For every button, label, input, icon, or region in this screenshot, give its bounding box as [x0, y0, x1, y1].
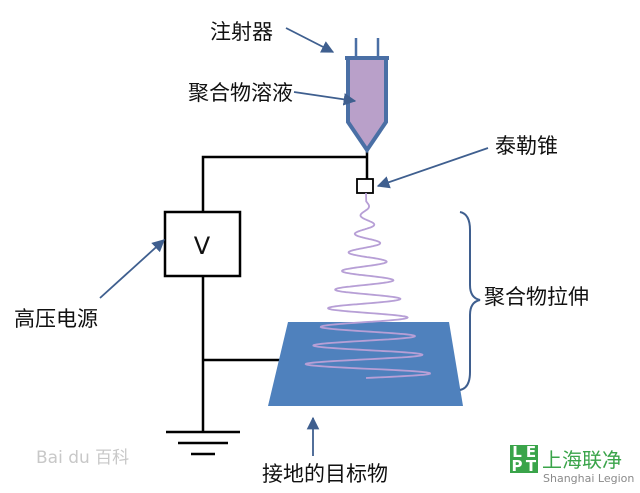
voltage-source-box	[163, 210, 242, 278]
polymer-stretching-label: 聚合物拉伸	[484, 285, 589, 309]
syringe-label: 注射器	[210, 20, 273, 44]
voltage-symbol: V	[194, 232, 211, 260]
logo-name-cn: 上海联净	[542, 448, 622, 472]
pointer-arrows	[99, 27, 489, 456]
logo-letter-1: L	[512, 443, 522, 461]
company-logo: L E P T 上海联净 Shanghai Legion	[510, 443, 634, 485]
polymer-fiber	[304, 192, 431, 379]
logo-name-en: Shanghai Legion	[543, 472, 634, 485]
taylor-cone-label: 泰勒锥	[495, 134, 558, 158]
ground-icon	[166, 430, 240, 456]
high-voltage-source-label: 高压电源	[14, 307, 98, 331]
circuit-wires	[201, 150, 369, 432]
baidu-watermark: Bai du 百科	[36, 448, 129, 468]
logo-letter-2: E	[526, 443, 536, 461]
polymer-solution-fill	[346, 56, 388, 154]
logo-letter-4: T	[526, 457, 537, 475]
syringe-icon	[345, 38, 389, 154]
polymer-solution-label: 聚合物溶液	[188, 81, 293, 105]
stretch-bracket	[459, 211, 481, 391]
logo-letter-3: P	[512, 457, 523, 475]
grounded-target	[268, 322, 463, 406]
grounded-target-label: 接地的目标物	[262, 462, 388, 486]
taylor-cone-box	[356, 178, 374, 194]
